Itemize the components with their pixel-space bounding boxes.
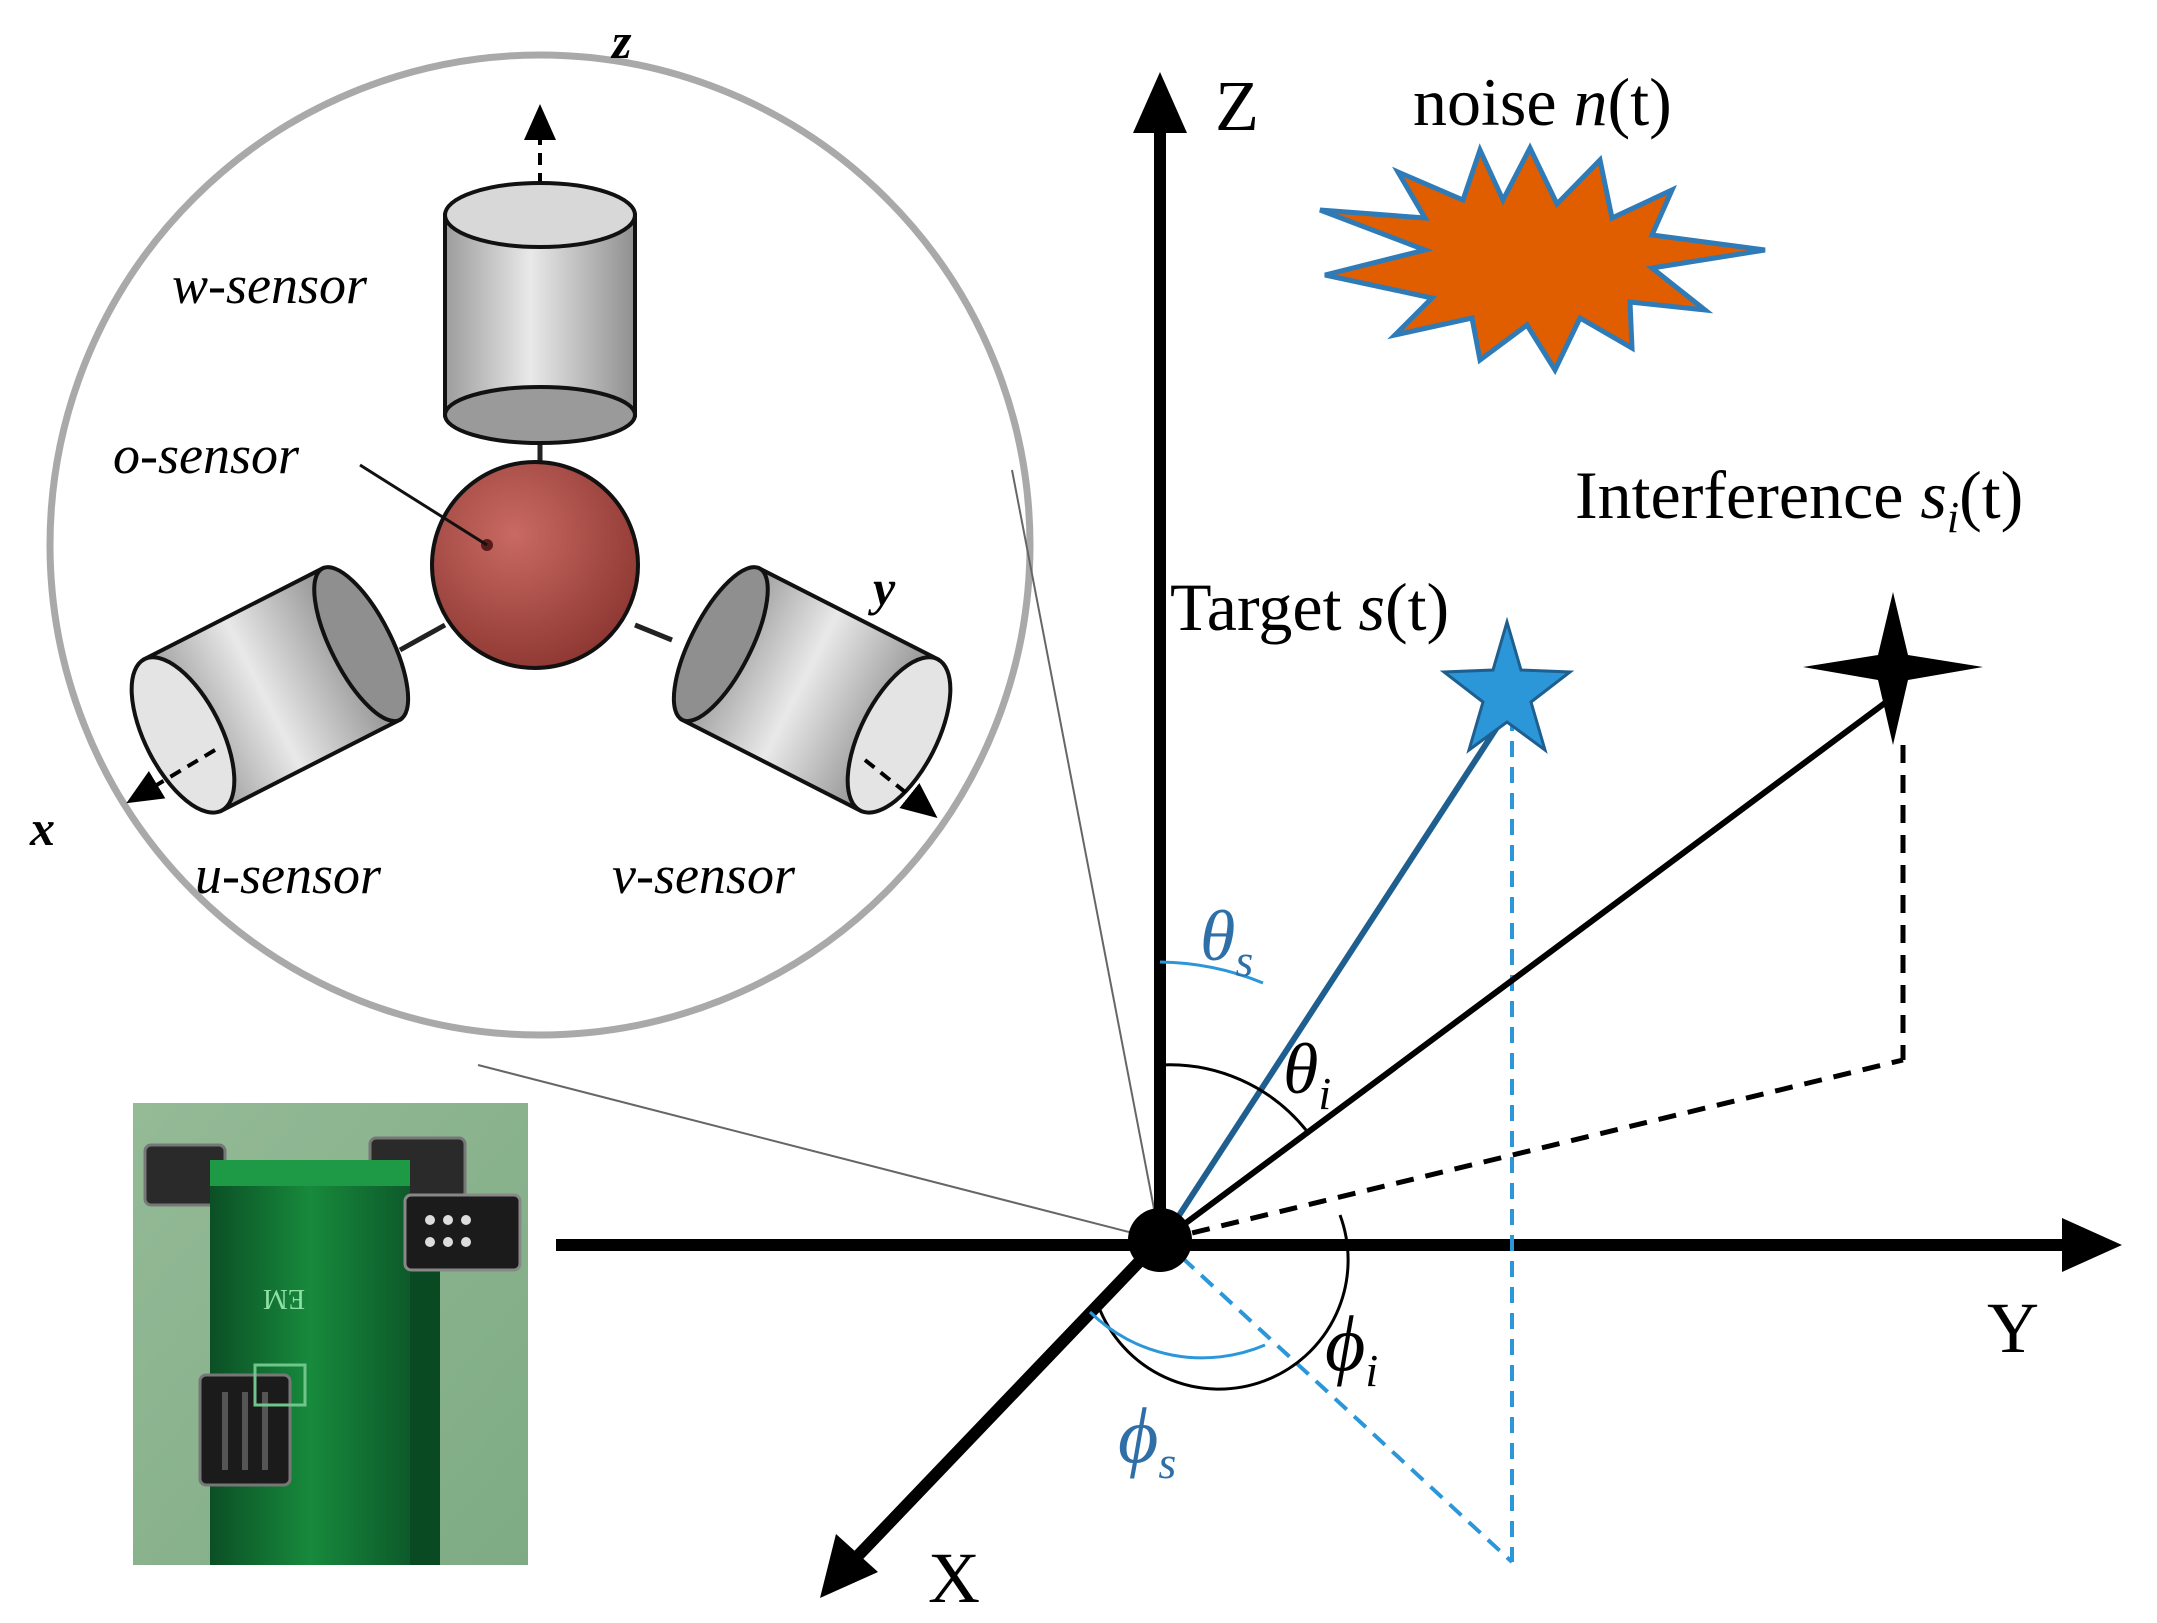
w-sensor-cylinder bbox=[443, 181, 637, 445]
theta-s-sub: s bbox=[1235, 935, 1253, 986]
noise-label-prefix: noise bbox=[1413, 64, 1574, 140]
y-axis-label: Y bbox=[1987, 1288, 2039, 1368]
theta-s-symbol: θ bbox=[1200, 896, 1235, 976]
o-sensor-sphere bbox=[430, 460, 640, 670]
w-sensor-label: w-sensor bbox=[172, 255, 368, 315]
y-axis-arrowhead bbox=[2062, 1218, 2122, 1272]
interference-direction-line bbox=[1161, 694, 1895, 1243]
interference-label-prefix: Interference bbox=[1575, 457, 1920, 533]
inset-axis-z-label: z bbox=[610, 13, 632, 69]
theta-i-symbol: θ bbox=[1283, 1029, 1318, 1109]
target-projection-line bbox=[1161, 1238, 1514, 1564]
v-sensor-label: v-sensor bbox=[612, 845, 796, 905]
interference-label: Interference si(t) bbox=[1575, 457, 2023, 542]
interference-label-sub: i bbox=[1947, 493, 1959, 542]
v-sensor-cylinder bbox=[671, 565, 953, 815]
interference-projection-line bbox=[1162, 1057, 1904, 1243]
z-axis-label: Z bbox=[1215, 66, 1259, 146]
x-axis-label: X bbox=[928, 1538, 980, 1618]
coordinate-system: Z Y X noise n(t) Target s(t) Interferenc… bbox=[556, 64, 2122, 1618]
noise-label-var: n bbox=[1574, 64, 1608, 140]
x-axis bbox=[847, 1235, 1165, 1567]
o-sensor-leader bbox=[359, 463, 488, 547]
o-sensor-label: o-sensor bbox=[113, 425, 300, 485]
noise-label: noise n(t) bbox=[1413, 64, 1672, 140]
magnifier-line-top bbox=[1011, 469, 1161, 1241]
photo-connector-side bbox=[403, 1193, 522, 1272]
inset-x-axis bbox=[126, 748, 217, 804]
board-marking: EM bbox=[263, 1283, 305, 1314]
interference-label-var: s bbox=[1920, 457, 1946, 533]
z-axis-arrowhead bbox=[1133, 72, 1187, 133]
interference-star-icon bbox=[1803, 592, 1983, 745]
phi-i-arc bbox=[1096, 1214, 1350, 1391]
theta-i-arc bbox=[1159, 1063, 1308, 1131]
x-axis-arrowhead bbox=[820, 1534, 878, 1598]
inset-axis-y-label: y bbox=[868, 560, 896, 616]
rod-v bbox=[634, 622, 673, 643]
photo-board-front bbox=[210, 1170, 410, 1565]
u-sensor-label: u-sensor bbox=[195, 845, 382, 905]
phi-s-label: ϕs bbox=[1118, 1392, 1176, 1488]
magnifier-line-bottom bbox=[477, 1064, 1161, 1241]
rod-u bbox=[398, 622, 447, 653]
phi-s-symbol: ϕ bbox=[1118, 1392, 1158, 1479]
theta-s-arc bbox=[1159, 960, 1264, 985]
phi-i-label: ϕi bbox=[1325, 1300, 1378, 1396]
phi-s-sub: s bbox=[1158, 1437, 1176, 1488]
phi-i-sub: i bbox=[1365, 1345, 1378, 1396]
noise-burst-icon bbox=[1319, 142, 1766, 376]
target-label-var: s bbox=[1358, 569, 1384, 645]
noise-label-arg: (t) bbox=[1608, 64, 1672, 140]
phi-s-arc bbox=[1088, 1310, 1266, 1360]
phi-i-symbol: ϕ bbox=[1325, 1300, 1365, 1387]
inset-y-axis bbox=[863, 758, 938, 818]
sensor-inset: z y x w-sensor o-sensor u-sensor v-senso… bbox=[29, 13, 1161, 1241]
interference-label-arg: (t) bbox=[1959, 457, 2023, 533]
u-sensor-cylinder bbox=[129, 565, 411, 815]
target-label-arg: (t) bbox=[1385, 569, 1449, 645]
target-label-prefix: Target bbox=[1170, 569, 1358, 645]
sensor-photo: EM bbox=[133, 1103, 528, 1565]
origin-point bbox=[1128, 1208, 1192, 1272]
target-star-icon bbox=[1439, 616, 1575, 754]
theta-i-label: θi bbox=[1283, 1029, 1331, 1119]
theta-i-sub: i bbox=[1318, 1068, 1331, 1119]
target-label: Target s(t) bbox=[1170, 569, 1449, 645]
theta-s-label: θs bbox=[1200, 896, 1253, 986]
photo-board-top bbox=[210, 1160, 410, 1186]
target-direction-line bbox=[1160, 713, 1508, 1242]
inset-axis-x-label: x bbox=[29, 800, 55, 856]
